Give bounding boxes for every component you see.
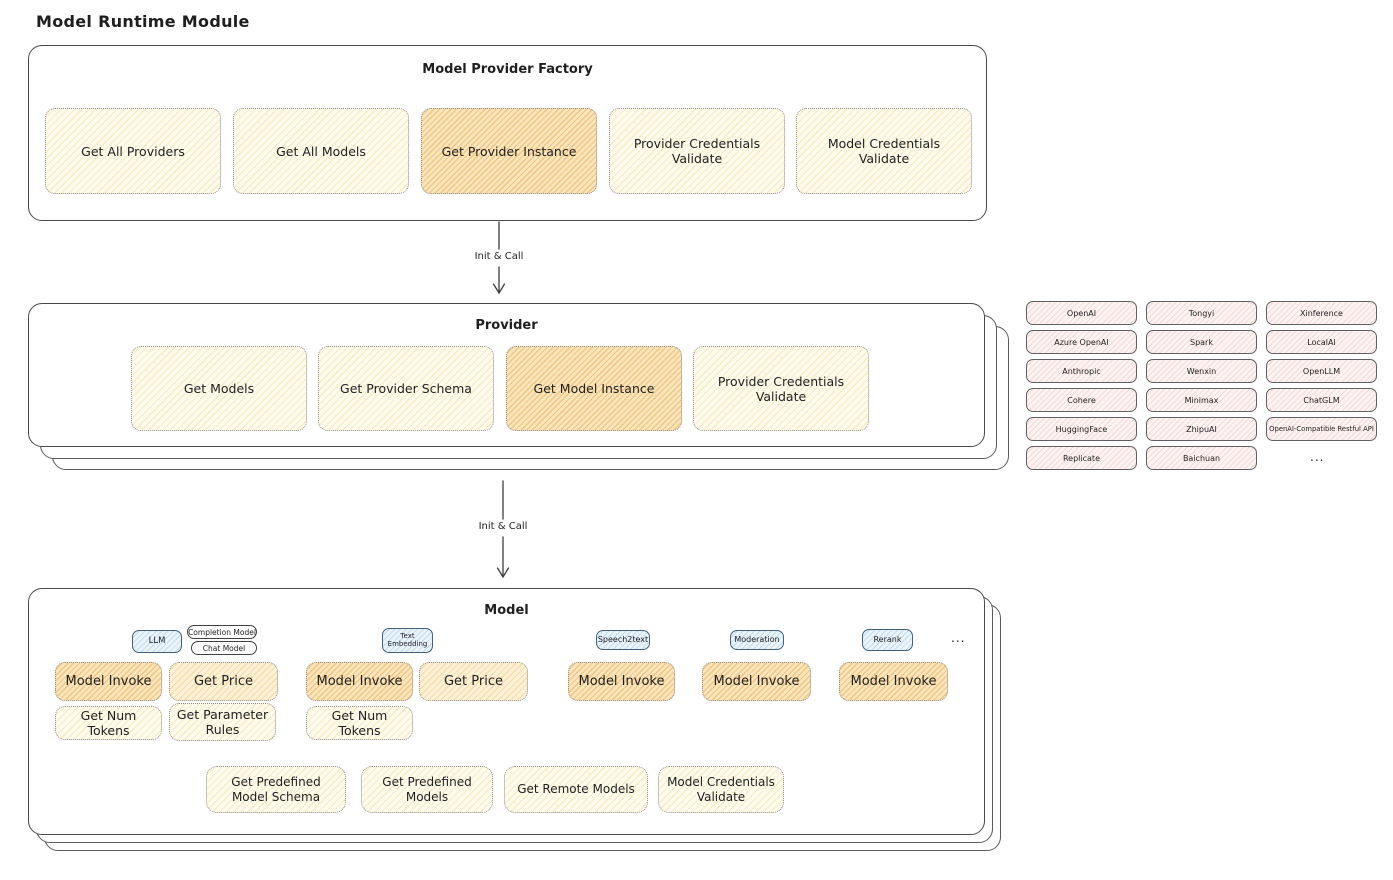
provider-item-xinference: Xinference bbox=[1266, 301, 1377, 325]
model-invoke-llm-button: Model Invoke bbox=[55, 662, 162, 701]
provider-grid-more-dots: ... bbox=[1310, 450, 1325, 464]
get-num-tokens-llm-button: Get Num Tokens bbox=[55, 706, 162, 740]
get-parameter-rules-button: Get Parameter Rules bbox=[169, 703, 276, 741]
tab-rerank: Rerank bbox=[862, 629, 913, 651]
provider-item-anthropic: Anthropic bbox=[1026, 359, 1137, 383]
factory-button-model-credentials-validate: Model Credentials Validate bbox=[796, 108, 972, 194]
model-invoke-rerank-button: Model Invoke bbox=[839, 662, 948, 701]
provider-item-minimax: Minimax bbox=[1146, 388, 1257, 412]
model-invoke-text-embedding-button: Model Invoke bbox=[306, 662, 413, 701]
tab-llm: LLM bbox=[132, 630, 182, 653]
provider-button-get-provider-schema: Get Provider Schema bbox=[318, 346, 494, 431]
get-price-llm-button: Get Price bbox=[169, 662, 278, 701]
get-predefined-model-schema-button: Get Predefined Model Schema bbox=[206, 766, 346, 813]
provider-title: Provider bbox=[475, 318, 538, 333]
provider-item-spark: Spark bbox=[1146, 330, 1257, 354]
get-predefined-models-button: Get Predefined Models bbox=[361, 766, 493, 813]
provider-item-openai: OpenAI bbox=[1026, 301, 1137, 325]
model-box: Model LLM Completion Model Chat Model Te… bbox=[28, 588, 985, 835]
provider-item-cohere: Cohere bbox=[1026, 388, 1137, 412]
factory-title: Model Provider Factory bbox=[422, 62, 593, 77]
provider-button-provider-credentials-validate: Provider Credentials Validate bbox=[693, 346, 869, 431]
provider-button-get-model-instance: Get Model Instance bbox=[506, 346, 682, 431]
provider-item-zhipuai: ZhipuAI bbox=[1146, 417, 1257, 441]
provider-item-openllm: OpenLLM bbox=[1266, 359, 1377, 383]
get-price-text-embedding-button: Get Price bbox=[419, 662, 528, 701]
get-num-tokens-text-embedding-button: Get Num Tokens bbox=[306, 706, 413, 740]
provider-item-chatglm: ChatGLM bbox=[1266, 388, 1377, 412]
provider-box: Provider Get Models Get Provider Schema … bbox=[28, 303, 985, 447]
model-title: Model bbox=[484, 603, 529, 618]
factory-button-get-all-models: Get All Models bbox=[233, 108, 409, 194]
factory-button-get-provider-instance: Get Provider Instance bbox=[421, 108, 597, 194]
provider-item-localai: LocalAI bbox=[1266, 330, 1377, 354]
tab-text-embedding: Text Embedding bbox=[382, 628, 433, 653]
tab-chat-model: Chat Model bbox=[191, 641, 257, 655]
provider-item-huggingface: HuggingFace bbox=[1026, 417, 1137, 441]
provider-item-wenxin: Wenxin bbox=[1146, 359, 1257, 383]
provider-item-azure-openai: Azure OpenAI bbox=[1026, 330, 1137, 354]
tab-completion-model: Completion Model bbox=[187, 625, 257, 639]
model-credentials-validate-button: Model Credentials Validate bbox=[658, 766, 784, 813]
page-title: Model Runtime Module bbox=[36, 12, 250, 31]
provider-button-get-models: Get Models bbox=[131, 346, 307, 431]
factory-button-provider-credentials-validate: Provider Credentials Validate bbox=[609, 108, 785, 194]
init-call-label-1: Init & Call bbox=[454, 251, 544, 262]
provider-item-replicate: Replicate bbox=[1026, 446, 1137, 470]
model-invoke-speech2text-button: Model Invoke bbox=[568, 662, 675, 701]
factory-box: Model Provider Factory Get All Providers… bbox=[28, 45, 987, 221]
init-call-label-2: Init & Call bbox=[458, 521, 548, 532]
tab-speech2text: Speech2text bbox=[596, 630, 650, 650]
provider-item-openai-compatible-restful-api: OpenAI-Compatible Restful API bbox=[1266, 417, 1377, 441]
tab-moderation: Moderation bbox=[730, 630, 784, 650]
get-remote-models-button: Get Remote Models bbox=[504, 766, 648, 813]
provider-item-tongyi: Tongyi bbox=[1146, 301, 1257, 325]
tabs-more-dots: ... bbox=[951, 631, 966, 645]
model-invoke-moderation-button: Model Invoke bbox=[702, 662, 811, 701]
factory-button-get-all-providers: Get All Providers bbox=[45, 108, 221, 194]
provider-item-baichuan: Baichuan bbox=[1146, 446, 1257, 470]
